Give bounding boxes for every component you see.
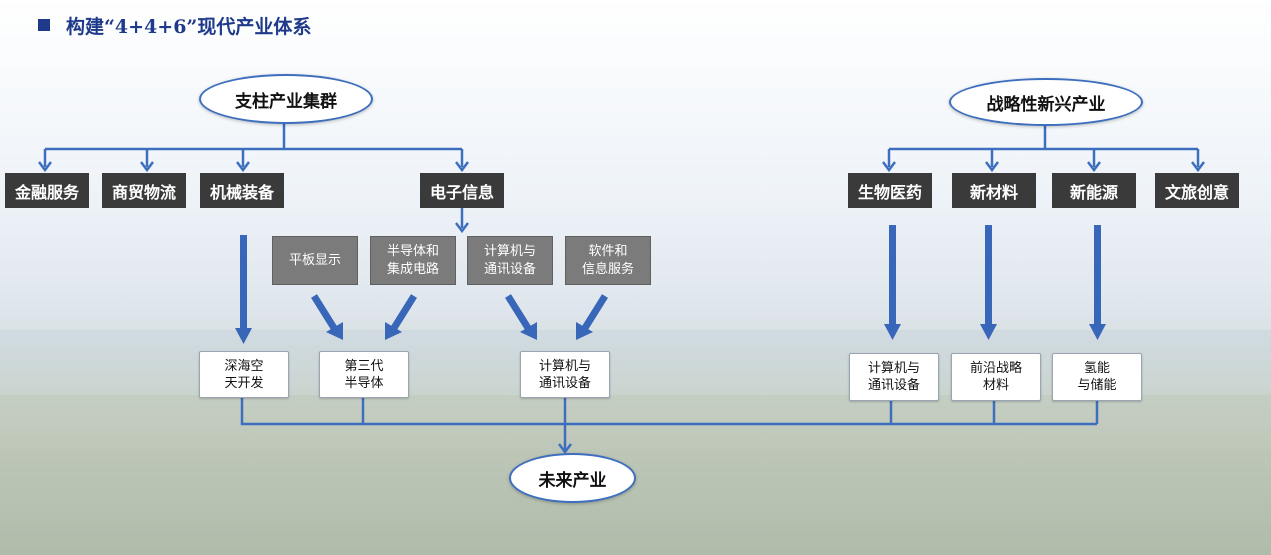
future-item-deep-sea-space: 深海空天开发 <box>199 351 289 398</box>
strategic-hub: 战略性新兴产业 <box>949 78 1143 126</box>
arrowhead-5 <box>882 161 896 173</box>
arrowhead-3 <box>236 161 250 173</box>
arrowhead-4 <box>455 161 469 173</box>
pillar-item-electronic: 电子信息 <box>420 173 504 208</box>
block-arrow-semiconductor <box>391 294 417 330</box>
strategic-item-biomedicine: 生物医药 <box>848 173 932 208</box>
future-hub: 未来产业 <box>509 453 636 503</box>
arrowhead-2 <box>140 161 154 173</box>
electronic-sub-computer: 计算机与通讯设备 <box>467 236 553 285</box>
future-item-computer-left: 计算机与通讯设备 <box>520 351 610 398</box>
future-item-hydrogen-storage: 氢能与储能 <box>1052 353 1142 401</box>
arrowhead-7 <box>1087 161 1101 173</box>
page-title: 构建“4+4+6”现代产业体系 <box>38 12 311 38</box>
arrowhead-8 <box>1191 161 1205 173</box>
page-title-text: 构建“4+4+6”现代产业体系 <box>66 15 312 38</box>
arrowhead-6 <box>985 161 999 173</box>
block-arrow-computer-left <box>505 294 531 330</box>
electronic-sub-flat-panel: 平板显示 <box>272 236 358 285</box>
future-item-frontier-materials: 前沿战略材料 <box>951 353 1041 401</box>
strategic-item-culture: 文旅创意 <box>1155 173 1239 208</box>
future-item-computer-right: 计算机与通讯设备 <box>849 353 939 401</box>
block-arrow-flat-panel <box>311 294 337 330</box>
strategic-item-energy: 新能源 <box>1052 173 1136 208</box>
block-arrow-machinery <box>240 235 247 330</box>
square-bullet-icon <box>38 19 50 31</box>
pillar-item-machinery: 机械装备 <box>200 173 284 208</box>
strategic-item-materials: 新材料 <box>952 173 1036 208</box>
block-arrow-software <box>582 294 608 330</box>
pillar-item-finance: 金融服务 <box>5 173 89 208</box>
arrowhead-electronic <box>455 222 469 234</box>
arrowhead-future <box>558 443 572 455</box>
pillar-item-logistics: 商贸物流 <box>102 173 186 208</box>
future-collector <box>240 397 1097 426</box>
arrowhead-1 <box>38 161 52 173</box>
future-item-third-gen-semiconductor: 第三代半导体 <box>319 351 409 398</box>
pillar-hub: 支柱产业集群 <box>199 74 373 124</box>
electronic-sub-semiconductor: 半导体和集成电路 <box>370 236 456 285</box>
electronic-sub-software: 软件和信息服务 <box>565 236 651 285</box>
